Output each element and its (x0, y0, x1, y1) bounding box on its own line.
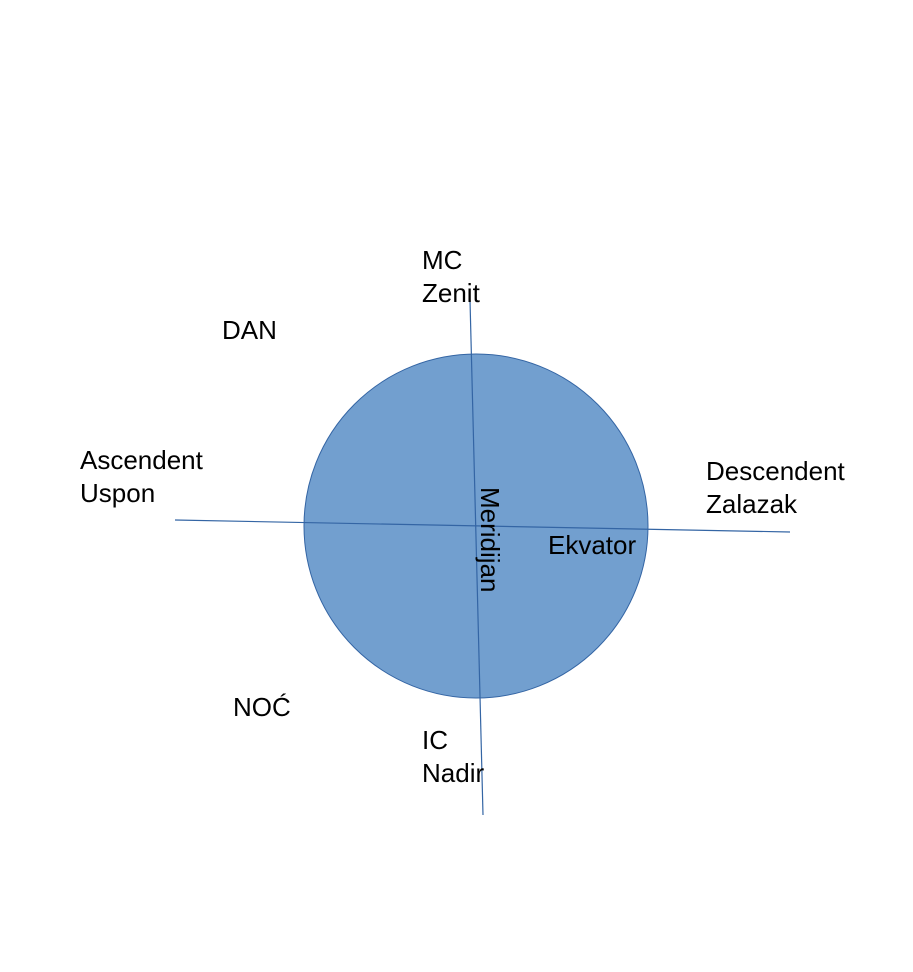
descendent-text: Descendent (706, 456, 845, 486)
ic-text: IC (422, 725, 448, 755)
ascendent-label: Ascendent Uspon (80, 444, 203, 510)
equator-line (174, 519, 791, 533)
dan-label: DAN (222, 315, 277, 345)
ic-label: IC Nadir (422, 724, 484, 790)
meridijan-label: Meridijan (475, 487, 505, 593)
meridian-line (469, 299, 484, 816)
uspon-text: Uspon (80, 478, 156, 508)
zenit-text: Zenit (422, 278, 480, 308)
nadir-text: Nadir (422, 758, 485, 788)
ascendent-text: Ascendent (80, 445, 203, 475)
mc-text: MC (422, 245, 463, 275)
ekvator-label: Ekvator (548, 530, 637, 560)
zalazak-text: Zalazak (706, 489, 798, 519)
descendent-label: Descendent Zalazak (706, 455, 845, 521)
noc-label: NOĆ (233, 692, 291, 722)
mc-label: MC Zenit (422, 244, 480, 310)
